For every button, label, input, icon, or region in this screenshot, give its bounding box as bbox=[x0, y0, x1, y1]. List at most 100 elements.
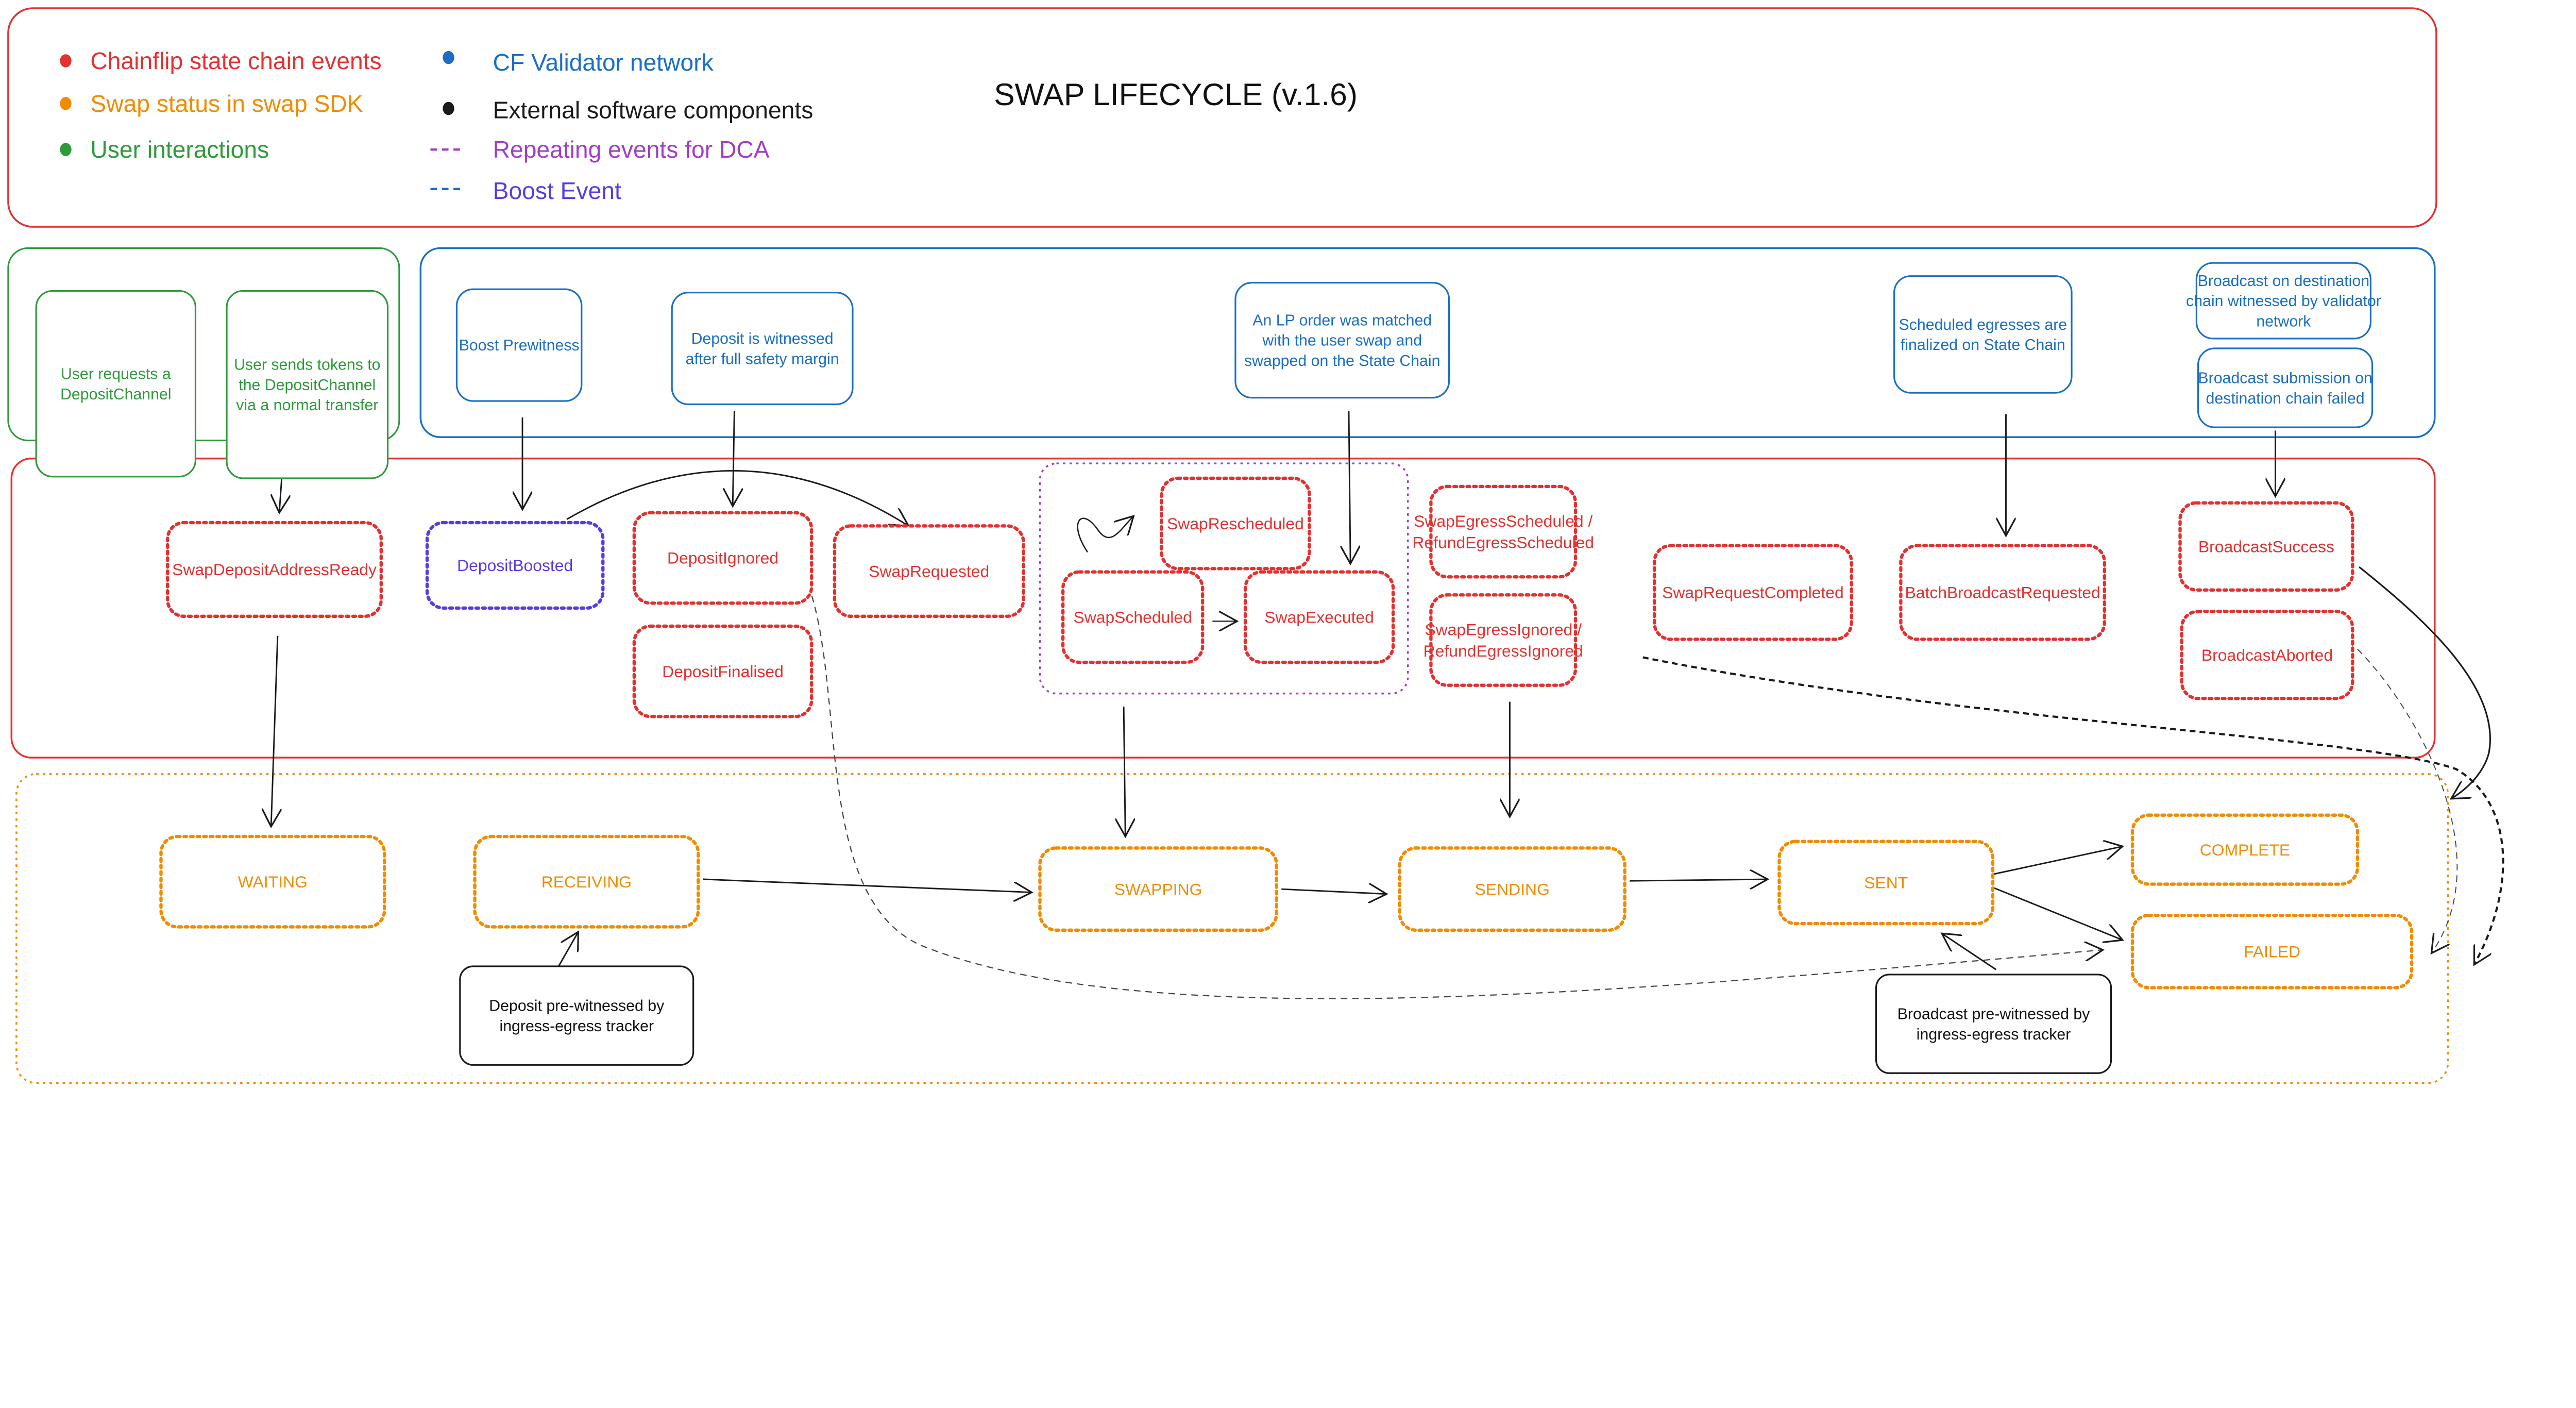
node-label-line: SENT bbox=[1864, 874, 1908, 892]
legend-dot-icon bbox=[60, 54, 72, 68]
node-label-line: after full safety margin bbox=[686, 350, 839, 367]
node-swap-egress-scheduled: SwapEgressScheduled / RefundEgressSchedul… bbox=[1412, 484, 1594, 579]
node-box bbox=[2195, 262, 2371, 340]
node-label-line: RECEIVING bbox=[541, 873, 632, 891]
node-box bbox=[2197, 347, 2374, 428]
node-box bbox=[632, 624, 814, 718]
diagram-title: SWAP LIFECYCLE (v.1.6) bbox=[994, 77, 1358, 112]
arrow-swapping-to-sending bbox=[1281, 889, 1386, 894]
node-deposit-witnessed: Deposit is witnessed after full safety ma… bbox=[671, 292, 854, 406]
node-label-line: Scheduled egresses are bbox=[1899, 316, 2067, 333]
node-box bbox=[2130, 913, 2414, 990]
arrow-broadcast-success-to-complete bbox=[2359, 566, 2491, 799]
state-chain-events-panel bbox=[10, 457, 2436, 759]
node-box bbox=[1875, 974, 2112, 1074]
node-label-line: swapped on the State Chain bbox=[1244, 353, 1440, 370]
node-label-line: BroadcastAborted bbox=[2201, 646, 2333, 664]
node-swap-rescheduled: SwapRescheduled bbox=[1160, 476, 1311, 571]
dashed-arrow-egress-ignored-to-failed bbox=[1642, 656, 2504, 965]
node-swap-scheduled: SwapScheduled bbox=[1061, 570, 1205, 664]
user-interactions-panel bbox=[7, 247, 400, 442]
node-label-line: DepositIgnored bbox=[667, 549, 778, 567]
node-swap-egress-ignored: SwapEgressIgnored /RefundEgressIgnored bbox=[1423, 593, 1583, 687]
node-swap-executed: SwapExecuted bbox=[1243, 570, 1395, 664]
node-waiting: WAITING bbox=[159, 834, 386, 929]
node-label-line: WAITING bbox=[238, 873, 308, 891]
node-label-line: finalized on State Chain bbox=[1901, 337, 2065, 354]
node-box bbox=[1061, 570, 1205, 664]
dashed-arrow-aborted-to-failed bbox=[2357, 648, 2458, 953]
node-label-line: BatchBroadcastRequested bbox=[1905, 583, 2100, 602]
node-label-line: the DepositChannel bbox=[239, 377, 376, 394]
legend-label-boost: Boost Event bbox=[493, 177, 621, 204]
node-label-line: SwapScheduled bbox=[1073, 608, 1192, 627]
dca-repeat-group bbox=[1039, 462, 1409, 695]
node-label-line: ingress-egress tracker bbox=[499, 1018, 654, 1035]
legend-label-sdk-status: Swap status in swap SDK bbox=[90, 90, 363, 117]
node-boost-prewitness: Boost Prewitness bbox=[455, 288, 583, 402]
node-box bbox=[1398, 846, 1626, 932]
node-sending: SENDING bbox=[1398, 846, 1626, 932]
node-label-line: destination chain failed bbox=[2206, 390, 2365, 407]
node-box bbox=[1429, 484, 1578, 579]
node-box bbox=[1429, 593, 1578, 687]
node-box bbox=[2130, 813, 2360, 886]
legend-panel bbox=[7, 7, 2437, 228]
node-failed: FAILED bbox=[2130, 913, 2414, 990]
node-box bbox=[1038, 846, 1278, 932]
swap-lifecycle-diagram: SWAP LIFECYCLE (v.1.6) Chainflip state c… bbox=[7, 7, 2504, 1084]
node-label-line: SENDING bbox=[1475, 880, 1550, 898]
node-label-line: with the user swap and bbox=[1262, 332, 1422, 349]
node-label-line: DepositChannel bbox=[60, 386, 171, 403]
node-box bbox=[473, 834, 700, 929]
legend-dot-icon bbox=[60, 143, 72, 156]
node-box bbox=[459, 965, 694, 1066]
node-label-line: SwapDepositAddressReady bbox=[172, 560, 377, 579]
node-label-line: Broadcast submission on bbox=[2198, 370, 2372, 387]
node-broadcast-failed: Broadcast submission on destination chain… bbox=[2197, 347, 2374, 428]
node-swap-request-completed: SwapRequestCompleted bbox=[1652, 544, 1853, 641]
node-swap-deposit-address-ready: SwapDepositAddressReady bbox=[166, 521, 383, 618]
legend-label-state-chain: Chainflip state chain events bbox=[90, 47, 381, 74]
node-label-line: network bbox=[2256, 313, 2311, 330]
legend-label-validator: CF Validator network bbox=[493, 49, 714, 76]
node-label-line: An LP order was matched bbox=[1252, 312, 1432, 329]
arrow-boosted-to-swap-requested bbox=[566, 470, 908, 526]
node-label-line: SwapRequested bbox=[869, 562, 989, 580]
node-label-line: User sends tokens to bbox=[234, 356, 380, 373]
arrow-broadcast-prewitnessed-to-sent bbox=[1942, 933, 1997, 970]
arrow-address-ready-to-waiting bbox=[271, 636, 278, 827]
legend-label-external: External software components bbox=[493, 97, 814, 124]
node-swapping: SWAPPING bbox=[1038, 846, 1278, 932]
node-deposit-boosted: DepositBoosted bbox=[425, 521, 605, 610]
node-box bbox=[226, 290, 389, 479]
edges bbox=[271, 411, 2504, 999]
arrow-dca-to-swapping bbox=[1124, 707, 1125, 836]
node-box bbox=[1893, 275, 2073, 394]
node-label-line: SwapEgressIgnored / bbox=[1425, 620, 1582, 639]
node-box bbox=[1243, 570, 1395, 664]
node-deposit-finalised: DepositFinalised bbox=[632, 624, 814, 718]
node-box bbox=[166, 521, 383, 618]
arrow-sending-to-sent bbox=[1630, 879, 1768, 881]
node-label-line: SwapEgressScheduled / bbox=[1414, 512, 1592, 530]
node-box bbox=[455, 288, 583, 402]
arrow-receiving-to-swapping bbox=[703, 878, 1032, 893]
node-box bbox=[159, 834, 386, 929]
node-label-line: RefundEgressScheduled bbox=[1412, 533, 1594, 551]
node-broadcast-aborted: BroadcastAborted bbox=[2180, 610, 2354, 700]
legend-dot-icon bbox=[60, 97, 72, 110]
node-deposit-ignored: DepositIgnored bbox=[632, 511, 814, 605]
sdk-status-panel bbox=[15, 773, 2449, 1084]
node-box bbox=[1234, 281, 1450, 399]
node-label-line: via a normal transfer bbox=[236, 397, 378, 414]
node-label-line: SwapExecuted bbox=[1264, 608, 1374, 627]
arrow-sent-to-failed bbox=[1992, 886, 2123, 940]
arrow-lp-matched-to-executed bbox=[1349, 411, 1350, 564]
node-label-line: Deposit is witnessed bbox=[691, 330, 834, 347]
validator-network-panel bbox=[419, 247, 2436, 438]
